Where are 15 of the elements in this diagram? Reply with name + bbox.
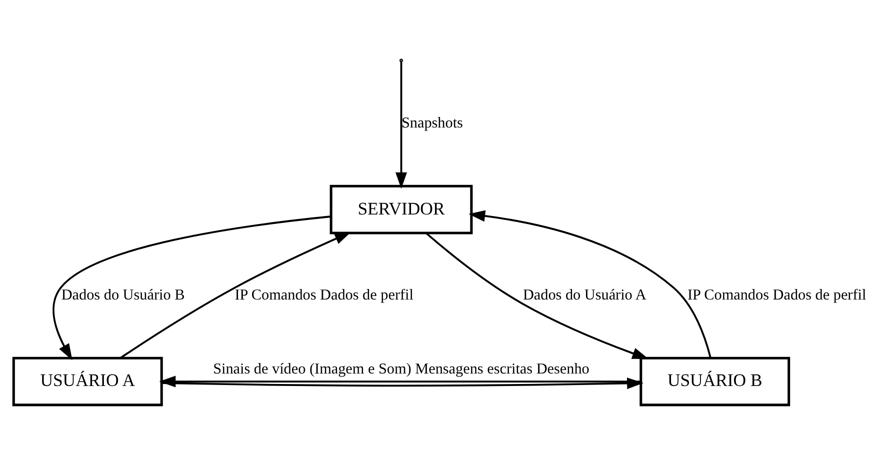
arrow (52, 215, 332, 360)
edge-label: Sinais de vídeo (Imagem e Som) Mensagens escritas Desenho (213, 360, 590, 377)
edge-label: Snapshots (401, 114, 463, 131)
arrow (395, 60, 407, 188)
edge-label: Dados do Usuário A (522, 286, 646, 303)
edge-label: Dados do Usuário B (61, 286, 185, 303)
arrow (468, 210, 712, 358)
node-box: SERVIDOR (330, 184, 473, 234)
edge-label: IP Comandos Dados de perfil (234, 286, 414, 303)
node-box: USUÁRIO B (640, 356, 790, 406)
arrow (120, 231, 352, 358)
node-box: USUÁRIO A (12, 356, 163, 406)
arrow (426, 232, 649, 359)
edge-label: IP Comandos Dados de perfil (687, 286, 866, 303)
arrow (159, 375, 641, 387)
